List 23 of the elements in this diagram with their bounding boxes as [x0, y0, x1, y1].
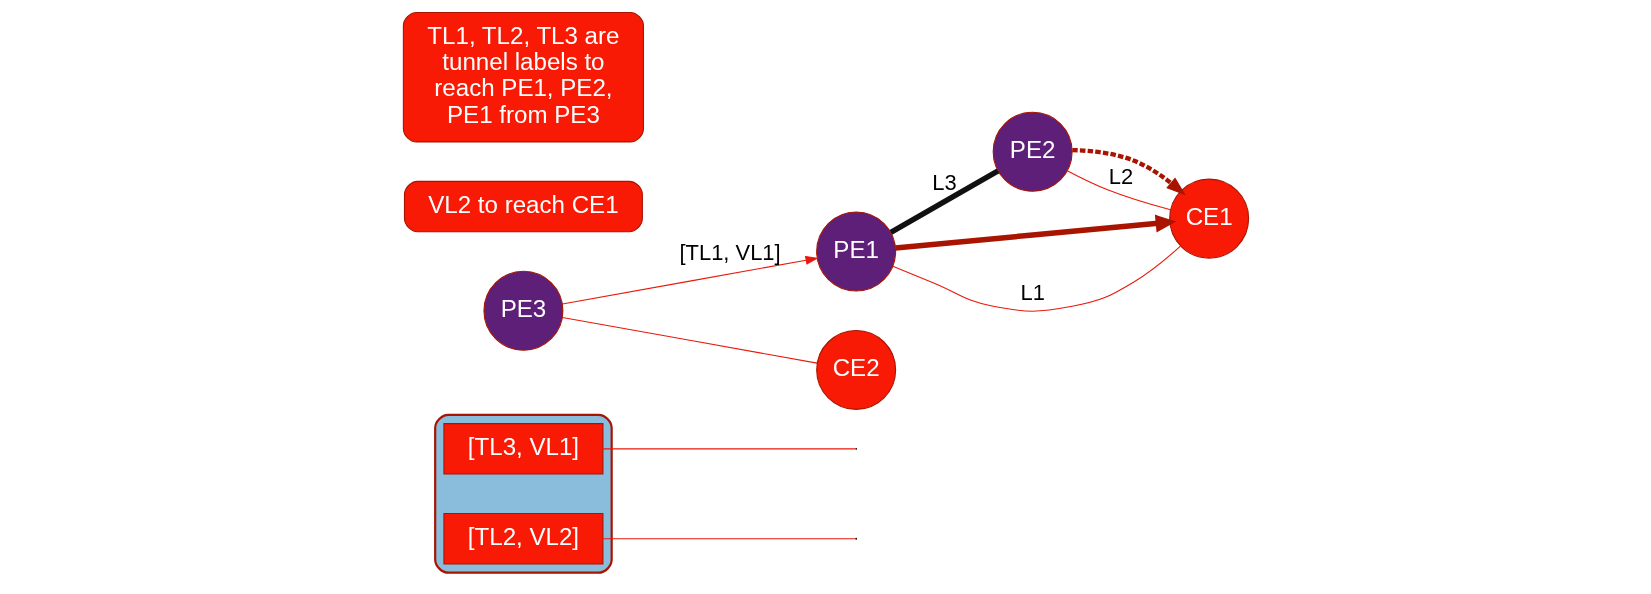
edge-label: L1 [1019, 279, 1045, 305]
connector [561, 316, 818, 364]
node-circle: CE2 [815, 329, 896, 410]
edge-label: L3 [931, 170, 957, 196]
edge-label: [TL1, VL1] [679, 240, 781, 266]
node-circle: CE1 [1168, 178, 1249, 259]
node-box: TL1, TL2, TL3 are tunnel labels to reach PE1, PE2, PE1 from PE3 [402, 11, 644, 143]
node-circle: PE1 [815, 211, 896, 292]
arrow [1071, 147, 1186, 196]
arrow [561, 255, 819, 305]
node-box: [TL2, VL2] [442, 512, 603, 565]
node-circle: PE2 [992, 111, 1073, 192]
connector [891, 245, 1181, 312]
node-box: [TL3, VL1] [442, 423, 603, 475]
cluster [433, 413, 613, 574]
connector [602, 448, 855, 450]
arrow [894, 214, 1176, 251]
node-circle: PE3 [482, 270, 563, 351]
connector [602, 538, 855, 540]
connector [1066, 170, 1171, 211]
edge-label: L2 [1108, 163, 1133, 189]
node-box: VL2 to reach CE1 [403, 180, 643, 233]
connector [889, 168, 999, 235]
